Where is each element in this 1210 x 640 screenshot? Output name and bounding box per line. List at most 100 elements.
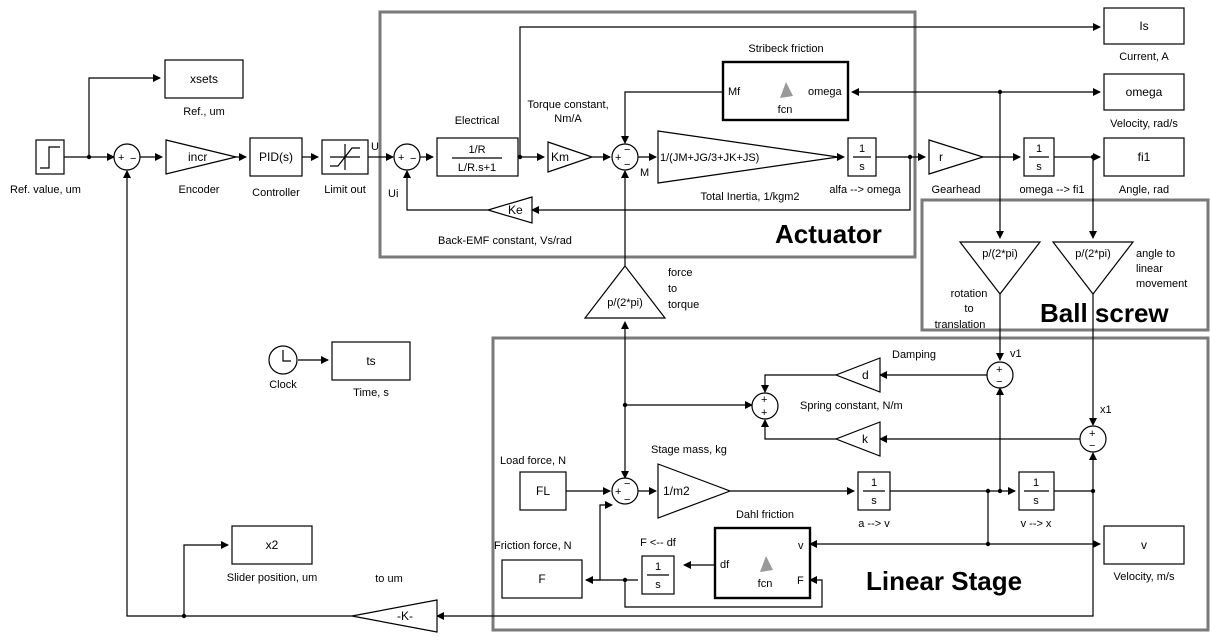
matlab-fcn-icon: [760, 556, 773, 572]
torque-constant-block: Km Torque constant, Nm/A: [527, 99, 609, 173]
linear-stage-frame: [491, 336, 1210, 632]
friction-force-output-block: F Friction force, N: [494, 540, 583, 599]
svg-text:to: to: [964, 303, 973, 315]
svg-text:Electrical: Electrical: [455, 115, 500, 127]
sum-x1-block: +− x1: [1079, 404, 1112, 453]
ref-source-block: Ref. value, um: [10, 139, 81, 196]
svg-text:F <-- df: F <-- df: [640, 537, 677, 549]
svg-text:1/m2: 1/m2: [663, 484, 690, 498]
sum-v1-block: +− v1: [986, 348, 1022, 389]
svg-text:a --> v: a --> v: [858, 518, 890, 530]
svg-text:movement: movement: [1136, 278, 1187, 290]
svg-text:Time, s: Time, s: [353, 387, 389, 399]
back-emf-block: Ke Back-EMF constant, Vs/rad: [438, 196, 572, 247]
load-force-block: FL Load force, N: [500, 455, 567, 511]
svg-text:Clock: Clock: [269, 379, 297, 391]
svg-text:−: −: [624, 159, 630, 171]
svg-text:angle to: angle to: [1136, 248, 1175, 260]
svg-text:Back-EMF constant, Vs/rad: Back-EMF constant, Vs/rad: [438, 235, 572, 247]
svg-text:Controller: Controller: [252, 187, 300, 199]
svg-text:v1: v1: [1010, 348, 1022, 360]
ref-source-caption: Ref. value, um: [10, 184, 81, 196]
svg-text:s: s: [871, 495, 877, 507]
svg-text:omega: omega: [1126, 85, 1163, 99]
svg-text:−: −: [410, 153, 416, 165]
svg-text:1: 1: [871, 477, 877, 489]
svg-text:1: 1: [655, 561, 661, 573]
svg-text:+: +: [761, 394, 767, 406]
svg-text:1/(JM+JG/3+JK+JS): 1/(JM+JG/3+JK+JS): [660, 152, 759, 164]
svg-text:linear: linear: [1136, 263, 1163, 275]
svg-text:p/(2*pi): p/(2*pi): [607, 297, 642, 309]
svg-text:v: v: [1141, 538, 1147, 552]
svg-text:+: +: [996, 364, 1002, 376]
svg-text:s: s: [859, 161, 865, 173]
svg-text:incr: incr: [188, 150, 207, 164]
spring-gain: k Spring constant, N/m: [800, 400, 903, 457]
svg-text:omega: omega: [808, 86, 843, 98]
svg-text:Slider position, um: Slider position, um: [227, 572, 318, 584]
svg-text:F: F: [797, 575, 804, 587]
svg-text:Load force, N: Load force, N: [500, 455, 566, 467]
limit-out-block: Limit out U: [321, 139, 379, 196]
svg-text:s: s: [1033, 495, 1039, 507]
stage-mass-gain: 1/m2 Stage mass, kg: [651, 444, 732, 519]
integrator-f-block: 1 s F <-- df: [640, 537, 677, 595]
svg-text:−: −: [624, 494, 630, 506]
svg-text:d: d: [862, 368, 869, 382]
svg-text:fi1: fi1: [1138, 150, 1151, 164]
svg-text:s: s: [655, 579, 661, 591]
svg-text:Ui: Ui: [388, 188, 398, 200]
integrator-v-block: 1 s a --> v: [857, 471, 891, 530]
svg-text:−: −: [130, 153, 136, 165]
svg-text:Limit out: Limit out: [324, 184, 366, 196]
total-inertia-block: 1/(JM+JG/3+JK+JS) Total Inertia, 1/kgm2: [657, 130, 839, 203]
svg-text:+: +: [398, 152, 404, 164]
svg-text:Velocity, rad/s: Velocity, rad/s: [1110, 118, 1178, 130]
svg-text:fcn: fcn: [758, 578, 773, 590]
time-output-block: ts Time, s: [331, 341, 411, 399]
sum-voltage-block: +− Ui: [388, 143, 421, 200]
svg-text:Stribeck friction: Stribeck friction: [748, 43, 823, 55]
xsets-block: xsets Ref., um: [164, 59, 244, 118]
svg-text:1: 1: [1033, 477, 1039, 489]
svg-text:1: 1: [1036, 143, 1042, 155]
svg-text:FL: FL: [536, 484, 550, 498]
svg-text:Is: Is: [1139, 19, 1148, 33]
svg-text:Dahl friction: Dahl friction: [736, 509, 794, 521]
svg-text:translation: translation: [935, 319, 986, 331]
svg-text:s: s: [1036, 161, 1042, 173]
svg-text:Torque constant,: Torque constant,: [527, 99, 608, 111]
svg-text:p/(2*pi): p/(2*pi): [982, 248, 1017, 260]
rotation-to-translation-gain: p/(2*pi) rotation to translation: [935, 241, 1042, 331]
svg-text:PID(s): PID(s): [259, 150, 293, 164]
sum-spring-damper-block: ++: [751, 392, 779, 420]
svg-text:−: −: [624, 144, 630, 156]
svg-text:omega --> fi1: omega --> fi1: [1019, 184, 1084, 196]
svg-text:Velocity, m/s: Velocity, m/s: [1114, 571, 1175, 583]
matlab-fcn-icon: [780, 82, 793, 98]
svg-text:+: +: [615, 486, 621, 498]
velocity-m-output-block: v Velocity, m/s: [1103, 525, 1185, 583]
svg-text:1/R: 1/R: [468, 144, 485, 156]
svg-text:Km: Km: [551, 150, 569, 164]
svg-text:Total Inertia, 1/kgm2: Total Inertia, 1/kgm2: [700, 191, 799, 203]
svg-text:Friction force, N: Friction force, N: [494, 540, 572, 552]
svg-text:df: df: [720, 559, 730, 571]
svg-text:Nm/A: Nm/A: [554, 113, 582, 125]
stribeck-friction-block: Stribeck friction Mf omega fcn: [721, 43, 850, 122]
svg-text:Gearhead: Gearhead: [932, 184, 981, 196]
svg-text:x1: x1: [1100, 404, 1112, 416]
svg-text:torque: torque: [668, 299, 699, 311]
gearhead-block: r Gearhead: [928, 139, 985, 196]
clock-block: Clock: [268, 345, 298, 391]
svg-text:xsets: xsets: [190, 72, 218, 86]
svg-text:p/(2*pi): p/(2*pi): [1075, 248, 1110, 260]
svg-text:Angle, rad: Angle, rad: [1119, 184, 1169, 196]
svg-text:alfa --> omega: alfa --> omega: [829, 184, 901, 196]
damping-gain: d Damping: [834, 349, 936, 393]
signal-lines: [64, 23, 1101, 620]
angle-to-linear-gain: p/(2*pi) angle to linear movement: [1051, 241, 1187, 295]
sum-ref-block: +−: [113, 143, 141, 171]
svg-text:to: to: [668, 283, 677, 295]
